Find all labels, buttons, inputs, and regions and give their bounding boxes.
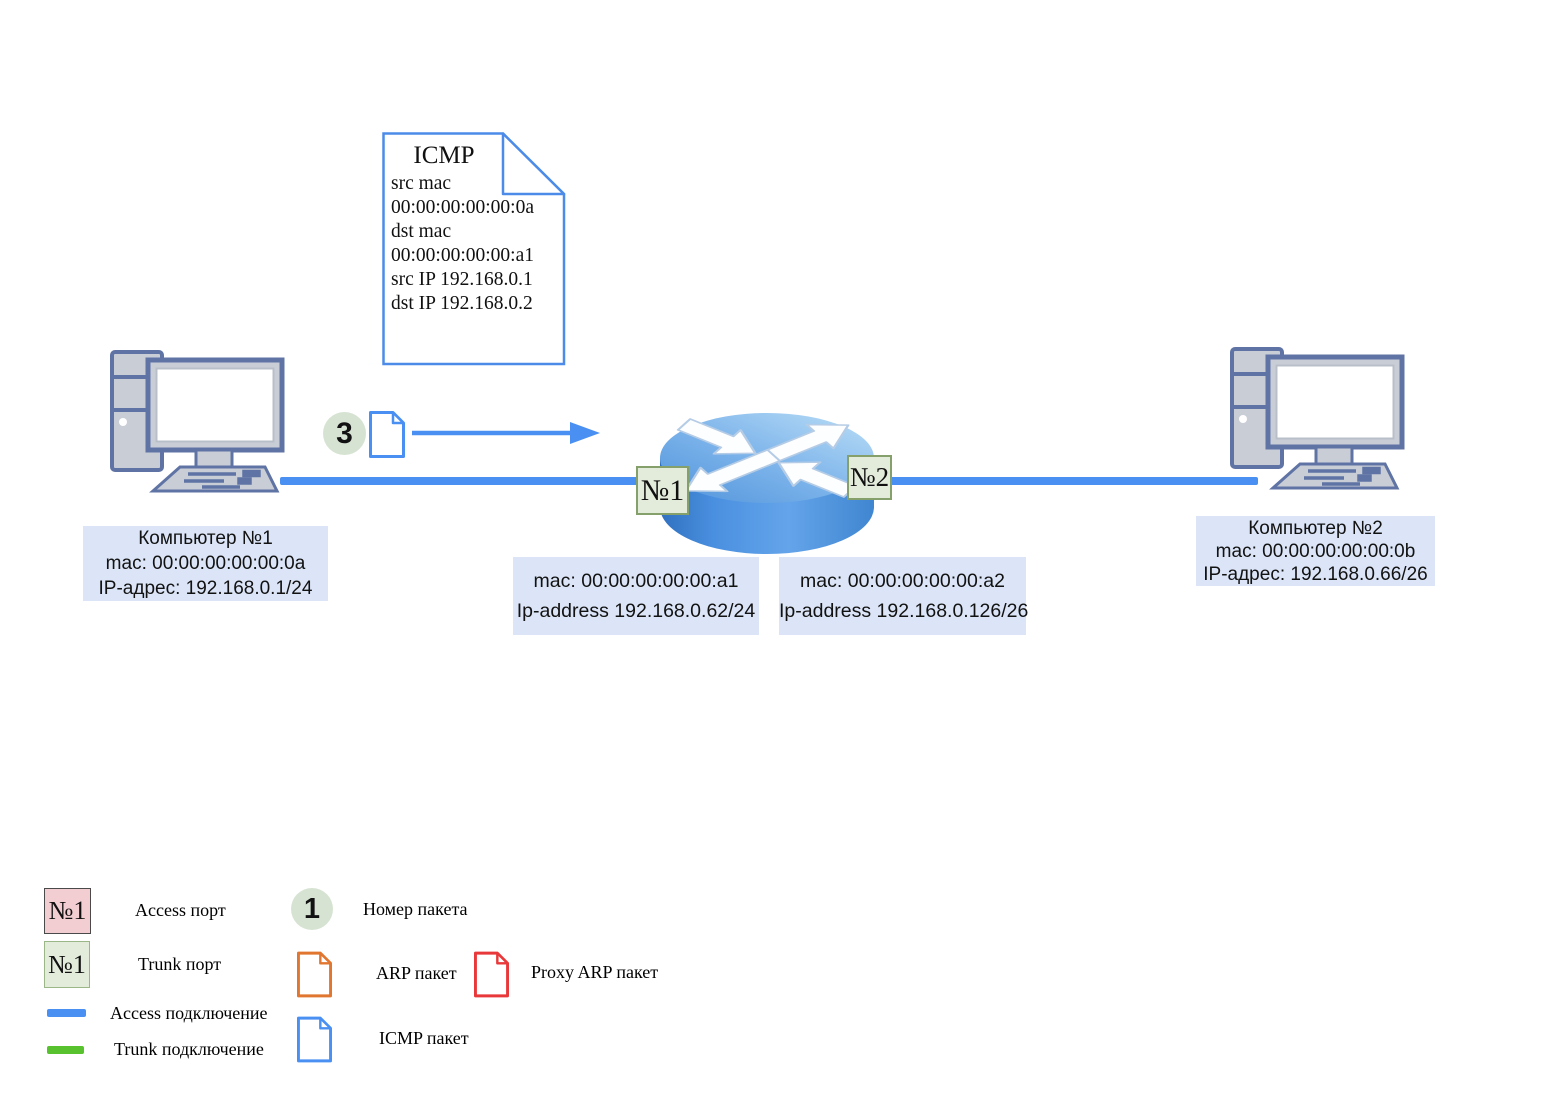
computer1-info-label: Компьютер №1 mac: 00:00:00:00:00:0a IP-а… — [83, 526, 328, 601]
legend-access-port-label: Access порт — [135, 900, 226, 920]
router-port-1-label: №1 — [636, 466, 689, 515]
icmp-note-body: src mac 00:00:00:00:00:0a dst mac 00:00:… — [391, 172, 561, 316]
legend-access-link-swatch — [47, 1009, 86, 1017]
router-port-2-label: №2 — [847, 455, 892, 500]
note-line: 00:00:00:00:00:a1 — [391, 245, 534, 266]
computer1-ip: IP-адрес: 192.168.0.1/24 — [98, 578, 313, 599]
desktop-computer-icon — [110, 350, 285, 493]
note-line: src IP 192.168.0.1 — [391, 269, 533, 290]
computer1-title: Компьютер №1 — [138, 528, 273, 549]
legend-proxy-arp-label: Proxy ARP пакет — [531, 962, 659, 982]
router-iface1-label: mac: 00:00:00:00:00:a1 Ip-address 192.16… — [513, 557, 759, 635]
desktop-computer-icon — [1230, 347, 1405, 490]
router-icon — [660, 413, 874, 554]
arrow-right-icon — [412, 422, 600, 444]
computer1-mac: mac: 00:00:00:00:00:0a — [105, 553, 306, 574]
legend-access-link-label: Access подключение — [110, 1003, 268, 1023]
iface2-ip: Ip-address 192.168.0.126/26 — [779, 600, 1029, 622]
legend-trunk-link-swatch — [47, 1046, 84, 1054]
icmp-note-icon — [382, 132, 566, 366]
legend-trunk-port-label: Trunk порт — [138, 954, 222, 974]
computer2-ip: IP-адрес: 192.168.0.66/26 — [1203, 563, 1428, 585]
packet-number-badge: 3 — [323, 412, 366, 455]
proxy-arp-packet-icon — [474, 951, 509, 998]
icmp-packet-legend-icon — [297, 1016, 332, 1063]
iface1-mac: mac: 00:00:00:00:00:a1 — [533, 570, 739, 592]
legend-access-port-box: №1 — [44, 888, 91, 934]
iface1-ip: Ip-address 192.168.0.62/24 — [516, 600, 756, 622]
legend-packet-number-label: Номер пакета — [363, 899, 468, 919]
legend-trunk-port-box: №1 — [44, 941, 90, 988]
legend-packet-number-badge: 1 — [291, 888, 333, 930]
legend-icmp-label: ICMP пакет — [379, 1028, 469, 1048]
note-line: dst mac — [391, 221, 452, 242]
note-line: 00:00:00:00:00:0a — [391, 197, 534, 218]
icmp-packet-icon — [369, 411, 405, 458]
computer2-info-label: Компьютер №2 mac: 00:00:00:00:00:0b IP-а… — [1196, 516, 1435, 586]
computer2-title: Компьютер №2 — [1248, 517, 1383, 539]
arp-packet-icon — [297, 951, 332, 998]
iface2-mac: mac: 00:00:00:00:00:a2 — [800, 570, 1005, 592]
note-line: dst IP 192.168.0.2 — [391, 293, 533, 314]
router-iface2-label: mac: 00:00:00:00:00:a2 Ip-address 192.16… — [779, 557, 1029, 635]
note-line: src mac — [391, 173, 452, 194]
icmp-note-title: ICMP — [413, 142, 475, 169]
computer2-mac: mac: 00:00:00:00:00:0b — [1215, 540, 1416, 562]
legend-arp-label: ARP пакет — [376, 963, 457, 983]
legend-trunk-link-label: Trunk подключение — [114, 1039, 264, 1059]
